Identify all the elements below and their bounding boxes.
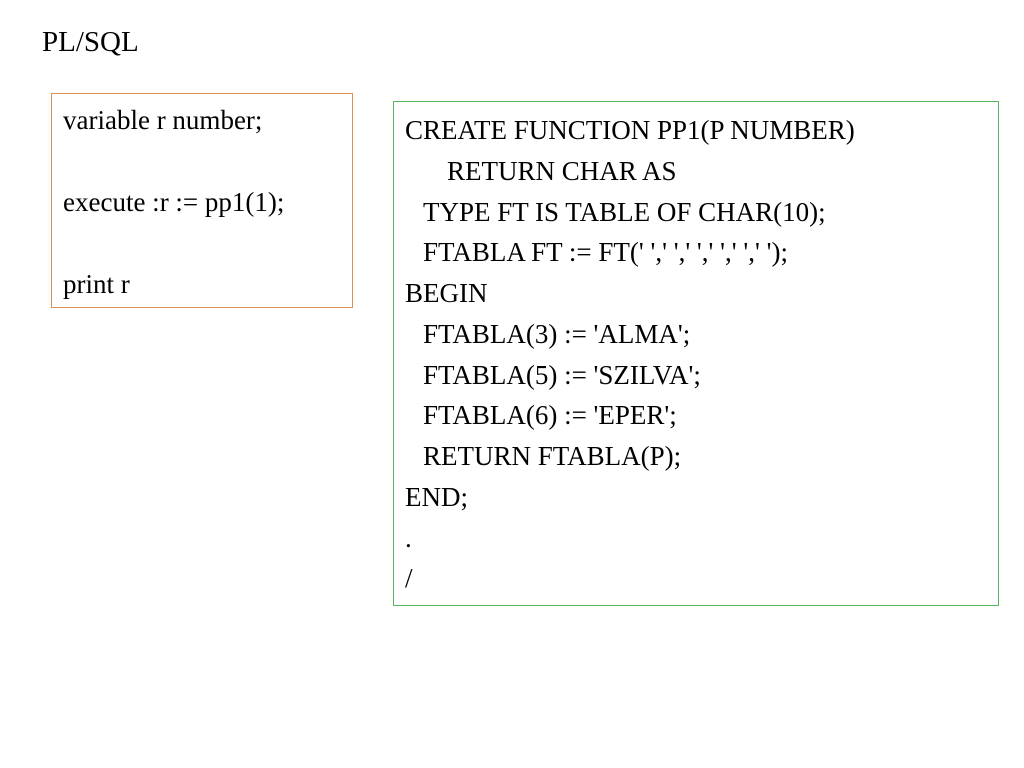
code-line: execute :r := pp1(1); (63, 187, 285, 217)
function-code-box: CREATE FUNCTION PP1(P NUMBER) RETURN CHA… (393, 101, 999, 606)
code-line: . (405, 523, 412, 553)
code-line: RETURN FTABLA(P); (423, 441, 682, 471)
code-line: FTABLA FT := FT(' ',' ',' ',' ',' ',' ')… (423, 237, 788, 267)
code-line: CREATE FUNCTION PP1(P NUMBER) (405, 115, 855, 145)
code-line: END; (405, 482, 468, 512)
code-line: / (405, 563, 413, 593)
code-line: FTABLA(6) := 'EPER'; (423, 400, 677, 430)
code-line: print r (63, 269, 130, 299)
code-line: BEGIN (405, 278, 488, 308)
code-line: FTABLA(3) := 'ALMA'; (423, 319, 691, 349)
sqlplus-commands-box: variable r number; execute :r := pp1(1);… (51, 93, 353, 308)
page-title: PL/SQL (42, 26, 139, 58)
code-line: variable r number; (63, 105, 263, 135)
code-line: TYPE FT IS TABLE OF CHAR(10); (423, 197, 826, 227)
code-line: FTABLA(5) := 'SZILVA'; (423, 360, 701, 390)
code-line: RETURN CHAR AS (447, 156, 677, 186)
